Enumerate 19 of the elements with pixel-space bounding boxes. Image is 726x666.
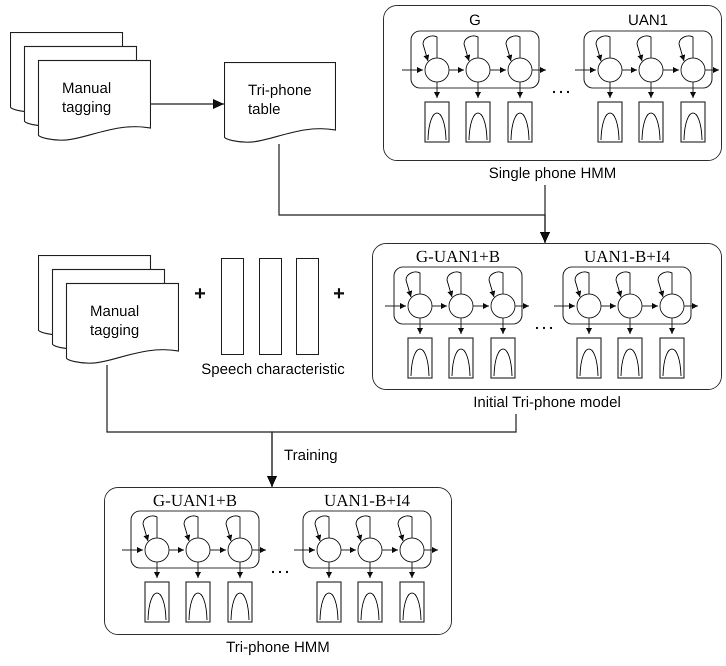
feature-caption: Speech characteristic: [200, 360, 346, 380]
model-label: UAN1-B+I4: [324, 492, 410, 510]
model-label: G-UAN1+B: [152, 492, 238, 510]
document-label: Manual tagging: [62, 79, 112, 117]
connector-arrow: [267, 414, 517, 487]
model-label: UAN1-B+I4: [584, 248, 670, 266]
panel-caption: Initial Tri-phone model: [473, 393, 621, 412]
document-label: Manual tagging: [90, 302, 140, 340]
plus-sign: +: [193, 284, 207, 304]
edge-label: Training: [282, 446, 340, 465]
panel-caption: Single phone HMM: [488, 164, 616, 183]
model-label: G-UAN1+B: [416, 248, 500, 266]
document-label: Tri-phone table: [248, 81, 313, 119]
plus-sign: +: [332, 284, 346, 304]
connector-arrow: [151, 99, 224, 109]
panel-caption: Tri-phone HMM: [226, 638, 330, 657]
model-label: UAN1: [628, 12, 668, 30]
connector-arrow: [540, 185, 550, 243]
model-label: G: [469, 12, 481, 30]
